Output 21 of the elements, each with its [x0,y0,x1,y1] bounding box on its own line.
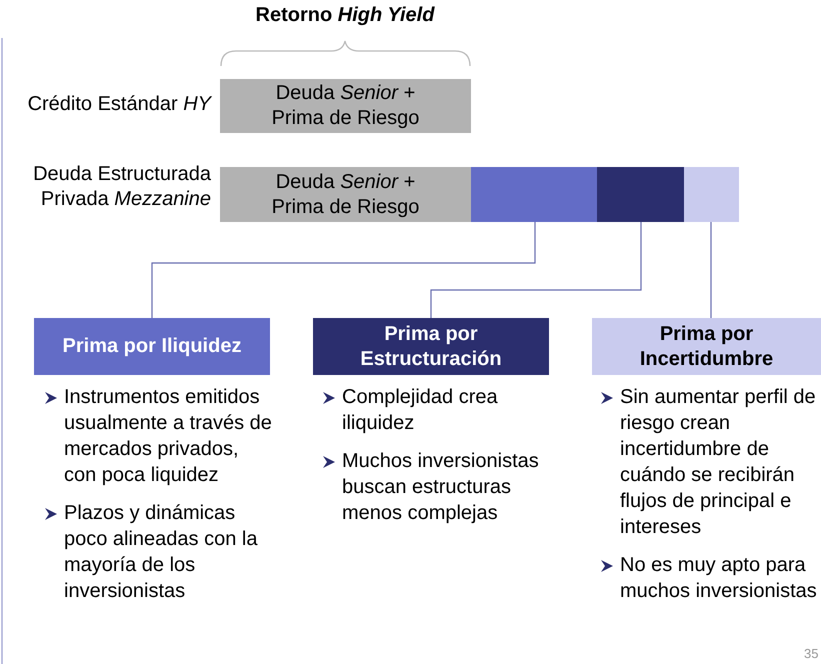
header-box: Prima por Iliquidez [34,318,270,375]
page-number: 35 [804,646,818,661]
segment-box: Deuda Senior + Prima de Riesgo [220,167,471,222]
bullet-text: Plazos y dinámicas poco alineadas con la mayoría de los inversionistas [64,501,258,604]
bar-segment [684,167,739,222]
row-label: Deuda Estructurada Privada Mezzanine [32,162,211,212]
bullet-text: Sin aumentar perfil de riesgo crean incertidumbre de cuándo se recibirán flujos de principal e intereses [620,385,817,540]
bullet-text: No es muy apto para muchos inversionistas [620,553,818,604]
row-label: Crédito Estándar HY [26,92,211,117]
bullet-text: Complejidad crea iliquidez [342,385,499,436]
bar-segment [597,167,684,222]
title: Retorno High Yield [254,4,436,27]
connector-line [710,222,712,318]
bullet-text: Muchos inversionistas buscan estructuras menos complejas [342,449,540,526]
connector-line [430,222,642,318]
bullet-text: Instrumentos emitidos usualmente a través de mercados privados, con poca liquidez [64,385,273,488]
header-box: Prima por Estructuración [313,318,549,375]
segment-box: Deuda Senior + Prima de Riesgo [220,79,471,133]
header-box: Prima por Incertidumbre [592,318,821,375]
bar-segment [471,167,597,222]
connector-line [151,222,536,318]
